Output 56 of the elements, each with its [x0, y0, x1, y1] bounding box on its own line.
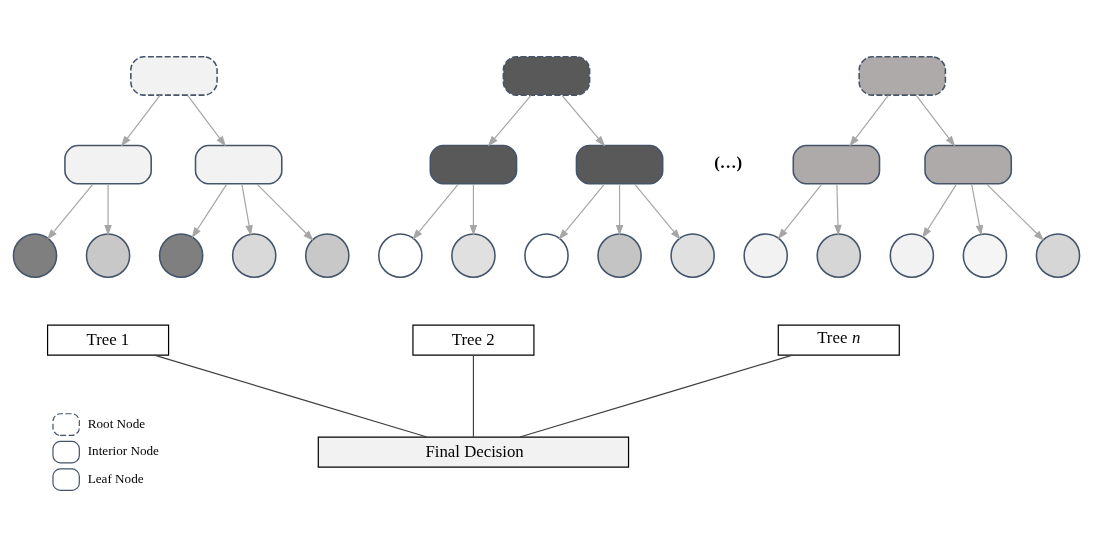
arrow [986, 183, 1045, 241]
arrow [558, 183, 606, 240]
legend-label: Interior Node [87, 443, 159, 459]
node-circle [12, 233, 58, 278]
arrow [412, 183, 459, 240]
node-box [502, 56, 591, 96]
arrow [849, 94, 889, 147]
legend-label: Root Node [87, 415, 146, 431]
arrow [634, 183, 681, 240]
arrow [971, 183, 984, 237]
node-circle [451, 233, 496, 278]
node-box [924, 144, 1013, 185]
node-circle [816, 233, 862, 278]
arrow [47, 183, 94, 240]
node-circle [378, 233, 423, 278]
arrow [104, 183, 112, 236]
legend-label: Leaf Node [87, 471, 144, 486]
arrow [834, 183, 842, 236]
node-box [858, 56, 947, 96]
node-circle [524, 233, 569, 278]
node-circle [743, 233, 789, 278]
connector [519, 354, 794, 438]
node-circle [670, 233, 715, 278]
arrow [487, 94, 532, 147]
node-box: Tree 1 [47, 324, 170, 356]
arrow [777, 183, 823, 240]
node-box [575, 144, 664, 185]
node-circle [304, 233, 350, 278]
arrow [256, 183, 314, 241]
arrow [915, 94, 956, 147]
node-box: Tree 2 [412, 324, 535, 356]
node-box [64, 144, 152, 185]
node-circle [85, 233, 131, 278]
node-box [194, 144, 283, 185]
node-circle [231, 233, 277, 278]
arrow [922, 183, 958, 239]
connector [472, 354, 475, 438]
node-circle [962, 233, 1008, 278]
node-circle [597, 233, 642, 278]
arrow [469, 183, 478, 236]
node-box [792, 144, 881, 185]
node-circle [158, 233, 204, 278]
node-circle [1035, 233, 1081, 278]
arrow [241, 183, 253, 237]
arrow [615, 183, 624, 236]
arrow [187, 94, 227, 147]
arrow [561, 94, 606, 147]
node-box: Final Decision [317, 436, 630, 468]
arrow [191, 183, 228, 239]
node-box [429, 144, 518, 185]
label: (…) [714, 152, 743, 172]
connector [153, 354, 428, 438]
arrow [120, 94, 161, 147]
node-box: Tree n [777, 324, 900, 356]
node-circle [889, 233, 935, 278]
node-box [130, 56, 218, 96]
